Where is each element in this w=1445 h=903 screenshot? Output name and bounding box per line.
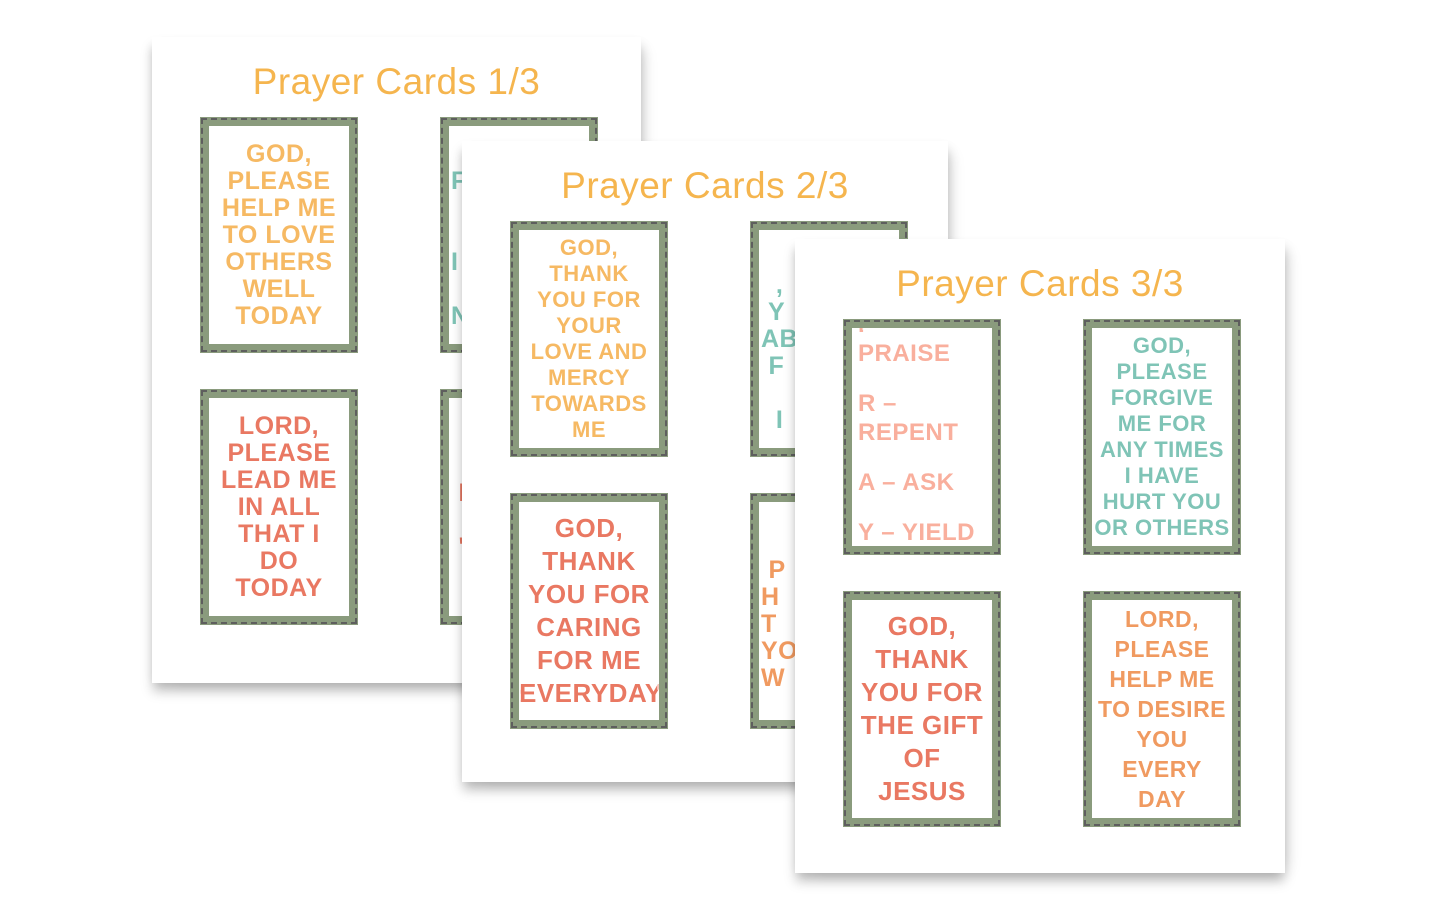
prayer-card: GOD, PLEASE HELP ME TO LOVE OTHERS WELL … — [200, 117, 358, 353]
prayer-card: GOD, THANK YOU FOR THE GIFT OF JESUS — [843, 591, 1001, 827]
pray-acronym-list: P – PRAISE R – REPENT A – ASK Y – YIELD … — [852, 319, 992, 556]
acronym-line-yield: Y – YIELD — [858, 518, 975, 546]
prayer-card-text-fragment: , Y AB F I — [761, 270, 799, 434]
prayer-card-text: GOD, PLEASE HELP ME TO LOVE OTHERS WELL … — [221, 139, 337, 330]
page-3-title: Prayer Cards 3/3 — [896, 263, 1184, 304]
prayer-card: LORD, PLEASE HELP ME TO DESIRE YOU EVERY… — [1083, 591, 1241, 827]
acronym-line-repent: R – REPENT — [858, 389, 959, 446]
prayer-card-text: GOD, PLEASE FORGIVE ME FOR ANY TIMES I H… — [1094, 333, 1230, 540]
prayer-card-text: LORD, PLEASE LEAD ME IN ALL THAT I DO TO… — [221, 411, 337, 602]
acronym-line-praise: P – PRAISE — [858, 319, 951, 367]
prayer-card-text: LORD, PLEASE HELP ME TO DESIRE YOU EVERY… — [1097, 606, 1227, 812]
prayer-card: LORD, PLEASE LEAD ME IN ALL THAT I DO TO… — [200, 389, 358, 625]
page-1-title: Prayer Cards 1/3 — [252, 61, 541, 102]
prayer-card-text: GOD, THANK YOU FOR CARING FOR ME EVERYDA… — [519, 513, 663, 708]
acronym-line-ask: A – ASK — [858, 468, 955, 496]
pray-acronym-card: P – PRAISE R – REPENT A – ASK Y – YIELD … — [843, 319, 1001, 555]
prayer-card: GOD, PLEASE FORGIVE ME FOR ANY TIMES I H… — [1083, 319, 1241, 555]
prayer-card-text: GOD, THANK YOU FOR THE GIFT OF JESUS — [860, 611, 984, 806]
acronym-yield-note: (TO GOD'S WILL) — [858, 551, 992, 556]
prayer-card-text: GOD, THANK YOU FOR YOUR LOVE AND MERCY T… — [530, 235, 648, 442]
prayer-card-text-fragment: P H T YO W — [761, 556, 799, 692]
page-sheet-3: Prayer Cards 3/3 P – PRAISE R – REPENT A… — [795, 239, 1285, 873]
prayer-card-text-fragment: I ' — [449, 426, 589, 588]
prayer-card: GOD, THANK YOU FOR YOUR LOVE AND MERCY T… — [510, 221, 668, 457]
page-2-title: Prayer Cards 2/3 — [561, 165, 849, 206]
prayer-card: GOD, THANK YOU FOR CARING FOR ME EVERYDA… — [510, 493, 668, 729]
